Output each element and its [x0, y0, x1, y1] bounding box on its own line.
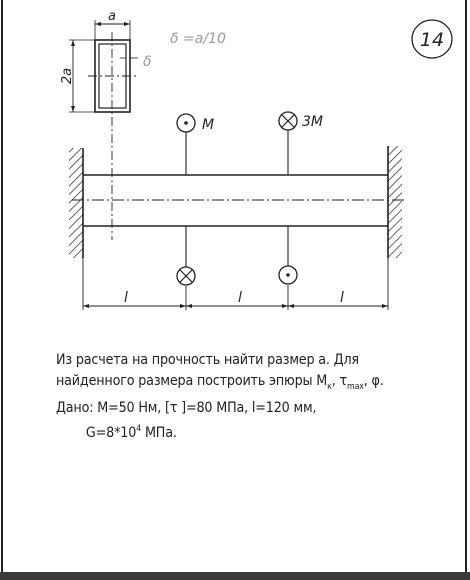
statement-line-3: Дано: M=50 Нм, [τ ]=80 МПа, l=120 мм,	[56, 399, 317, 416]
sheet-border-bottom	[0, 572, 470, 580]
subscript-k: к	[327, 381, 332, 392]
moment-bottom-right	[278, 226, 298, 285]
subscript-max: max	[347, 381, 364, 392]
width-label: a	[108, 9, 116, 24]
thickness-label: δ	[143, 54, 152, 70]
statement-line-4-prefix: G=8*10	[85, 424, 137, 441]
length-label-2: l	[238, 290, 242, 306]
superscript-4: 4	[136, 423, 142, 434]
moment-m-top: M	[176, 113, 214, 175]
right-wall	[387, 146, 402, 258]
statement-line-4: G=8*104 МПа.	[56, 419, 408, 444]
cross-section: a 2a δ δ =a/10	[60, 9, 226, 240]
problem-number-badge: 14	[411, 19, 453, 59]
statement-line-2: найденного размера построить эпюры Mк, τ…	[56, 371, 408, 398]
left-wall	[69, 148, 84, 258]
statement-line-4-suffix: МПа.	[141, 424, 177, 441]
statement-tau: , τ	[331, 373, 348, 389]
sheet-border-right	[465, 0, 467, 575]
moment-m-label: M	[202, 117, 214, 133]
moment-3m-label: 3M	[302, 114, 323, 130]
moment-3m-top: 3M	[278, 111, 323, 175]
sheet-border-left	[1, 0, 3, 580]
shaft	[72, 174, 404, 227]
statement-line-2-suffix: , φ.	[363, 373, 384, 389]
statement-line-2-prefix: найденного размера построить эпюры M	[56, 373, 328, 389]
moment-bottom-left	[176, 226, 196, 286]
length-dimensions: l l l	[82, 258, 389, 310]
height-label: 2a	[60, 68, 75, 84]
problem-statement: Из расчета на прочность найти размер a. …	[56, 350, 408, 444]
statement-line-1: Из расчета на прочность найти размер a. …	[56, 352, 359, 368]
length-label-3: l	[340, 290, 344, 306]
length-label-1: l	[124, 290, 128, 306]
thickness-formula: δ =a/10	[170, 31, 226, 47]
problem-number: 14	[420, 29, 444, 51]
